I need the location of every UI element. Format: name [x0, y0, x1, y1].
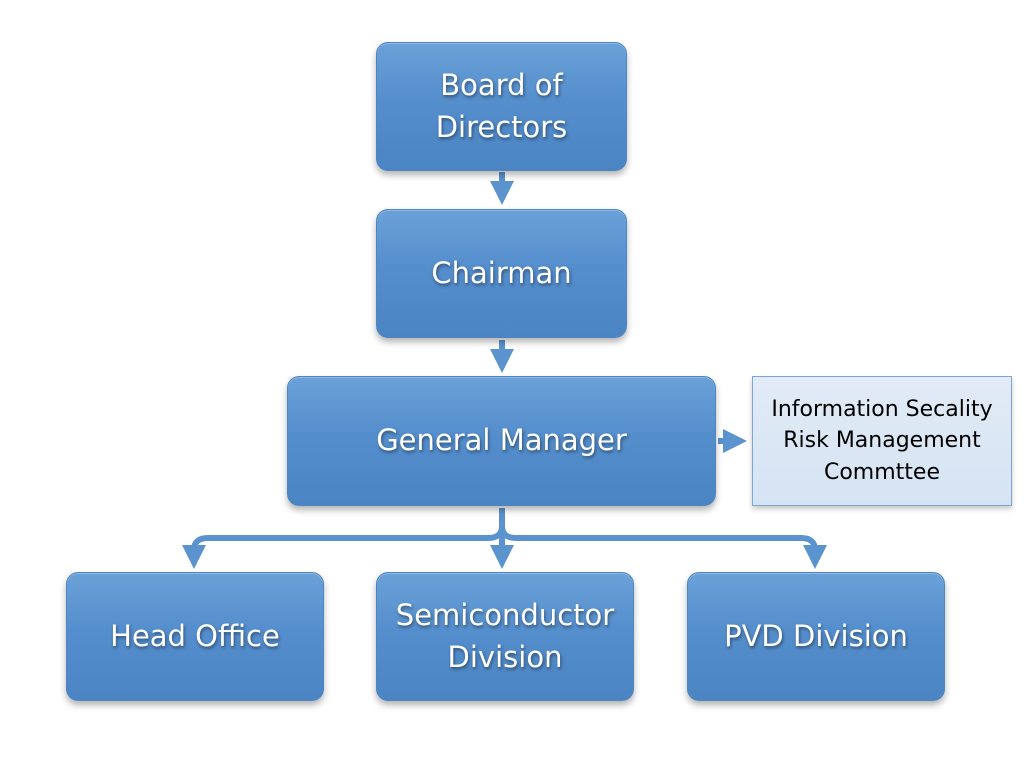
arrow-general-manager-to-head-office	[182, 508, 505, 569]
arrow-general-manager-to-pvd	[499, 508, 827, 569]
chairman-box: Chairman	[376, 209, 627, 338]
risk-management-committee-label: Information Secality Risk Management Com…	[771, 397, 993, 485]
general-manager-box: General Manager	[287, 376, 716, 506]
semiconductor-division-label: Semiconductor Division	[395, 598, 615, 674]
risk-management-committee-box: Information Secality Risk Management Com…	[752, 376, 1012, 506]
pvd-division-label: PVD Division	[724, 618, 908, 653]
board-of-directors-box: Board of Directors	[376, 42, 627, 171]
head-office-box: Head Office	[66, 572, 324, 701]
chairman-label: Chairman	[431, 255, 572, 290]
head-office-label: Head Office	[110, 618, 280, 653]
semiconductor-division-box: Semiconductor Division	[376, 572, 634, 701]
board-of-directors-label: Board of Directors	[435, 68, 568, 144]
pvd-division-box: PVD Division	[687, 572, 945, 701]
general-manager-label: General Manager	[376, 423, 627, 458]
